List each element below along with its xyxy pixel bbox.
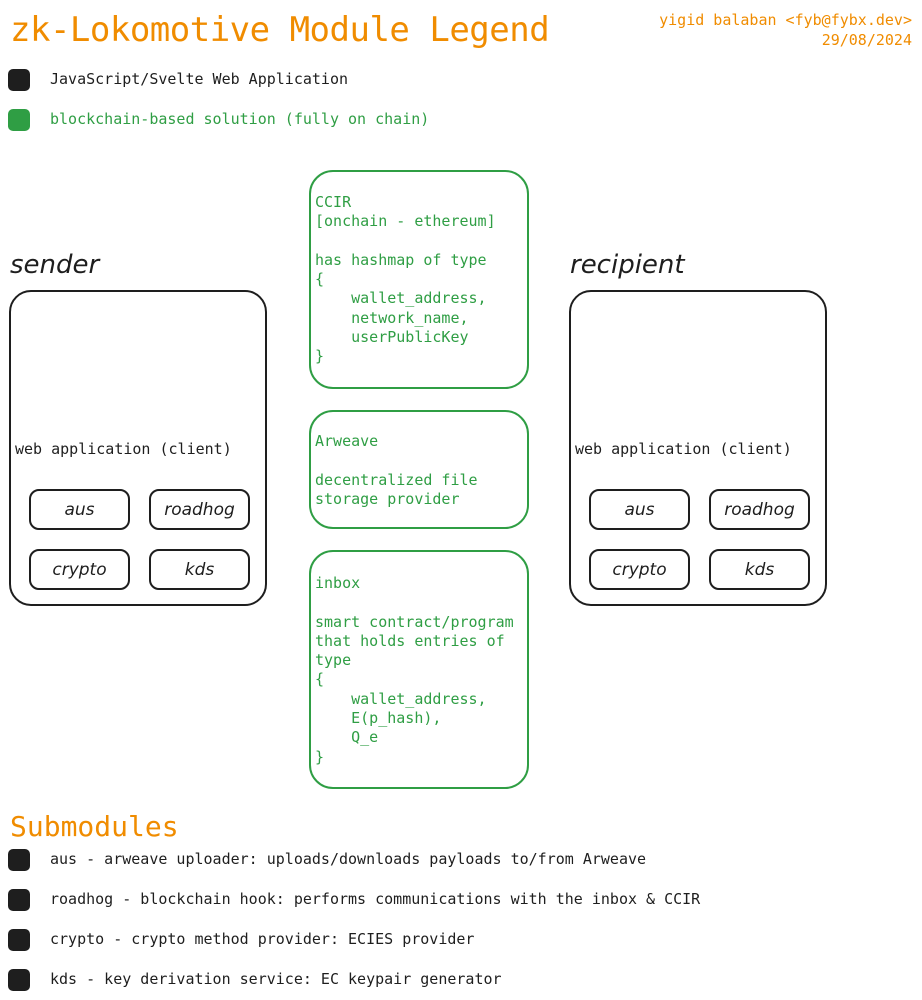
submodules-title: Submodules [10,810,179,843]
arweave-text: Arweave decentralized file storage provi… [315,432,478,508]
recipient-module-crypto: crypto [589,549,690,590]
sender-client-label: web application (client) [15,440,232,458]
sender-client-box [9,290,267,606]
date: 29/08/2024 [821,31,912,49]
submodule-bullet [8,889,30,911]
sender-module-roadhog: roadhog [149,489,250,530]
recipient-module-kds: kds [709,549,810,590]
submodule-bullet [8,929,30,951]
submodule-item-aus: aus - arweave uploader: uploads/download… [50,850,647,868]
recipient-label: recipient [570,250,685,280]
inbox-text: inbox smart contract/program that holds … [315,574,514,766]
diagram-title: zk-Lokomotive Module Legend [10,10,550,50]
recipient-module-aus: aus [589,489,690,530]
sender-module-aus: aus [29,489,130,530]
sender-label: sender [10,250,100,280]
submodule-item-crypto: crypto - crypto method provider: ECIES p… [50,930,475,948]
submodule-item-kds: kds - key derivation service: EC keypair… [50,970,502,988]
submodule-item-roadhog: roadhog - blockchain hook: performs comm… [50,890,701,908]
sender-module-crypto: crypto [29,549,130,590]
inbox-box [309,550,529,789]
sender-module-kds: kds [149,549,250,590]
legend-label-webapp: JavaScript/Svelte Web Application [50,70,349,88]
submodule-bullet [8,969,30,991]
submodule-bullet [8,849,30,871]
legend-swatch-webapp [8,69,30,91]
arweave-box [309,410,529,529]
author-block: yigid balaban <fyb@fybx.dev> 29/08/2024 [659,10,912,50]
recipient-client-label: web application (client) [575,440,792,458]
ccir-text: CCIR [onchain - ethereum] has hashmap of… [315,193,496,366]
recipient-client-box [569,290,827,606]
recipient-module-roadhog: roadhog [709,489,810,530]
legend-swatch-blockchain [8,109,30,131]
ccir-box [309,170,529,389]
author-name: yigid balaban <fyb@fybx.dev> [659,11,912,29]
legend-label-blockchain: blockchain-based solution (fully on chai… [50,110,430,128]
